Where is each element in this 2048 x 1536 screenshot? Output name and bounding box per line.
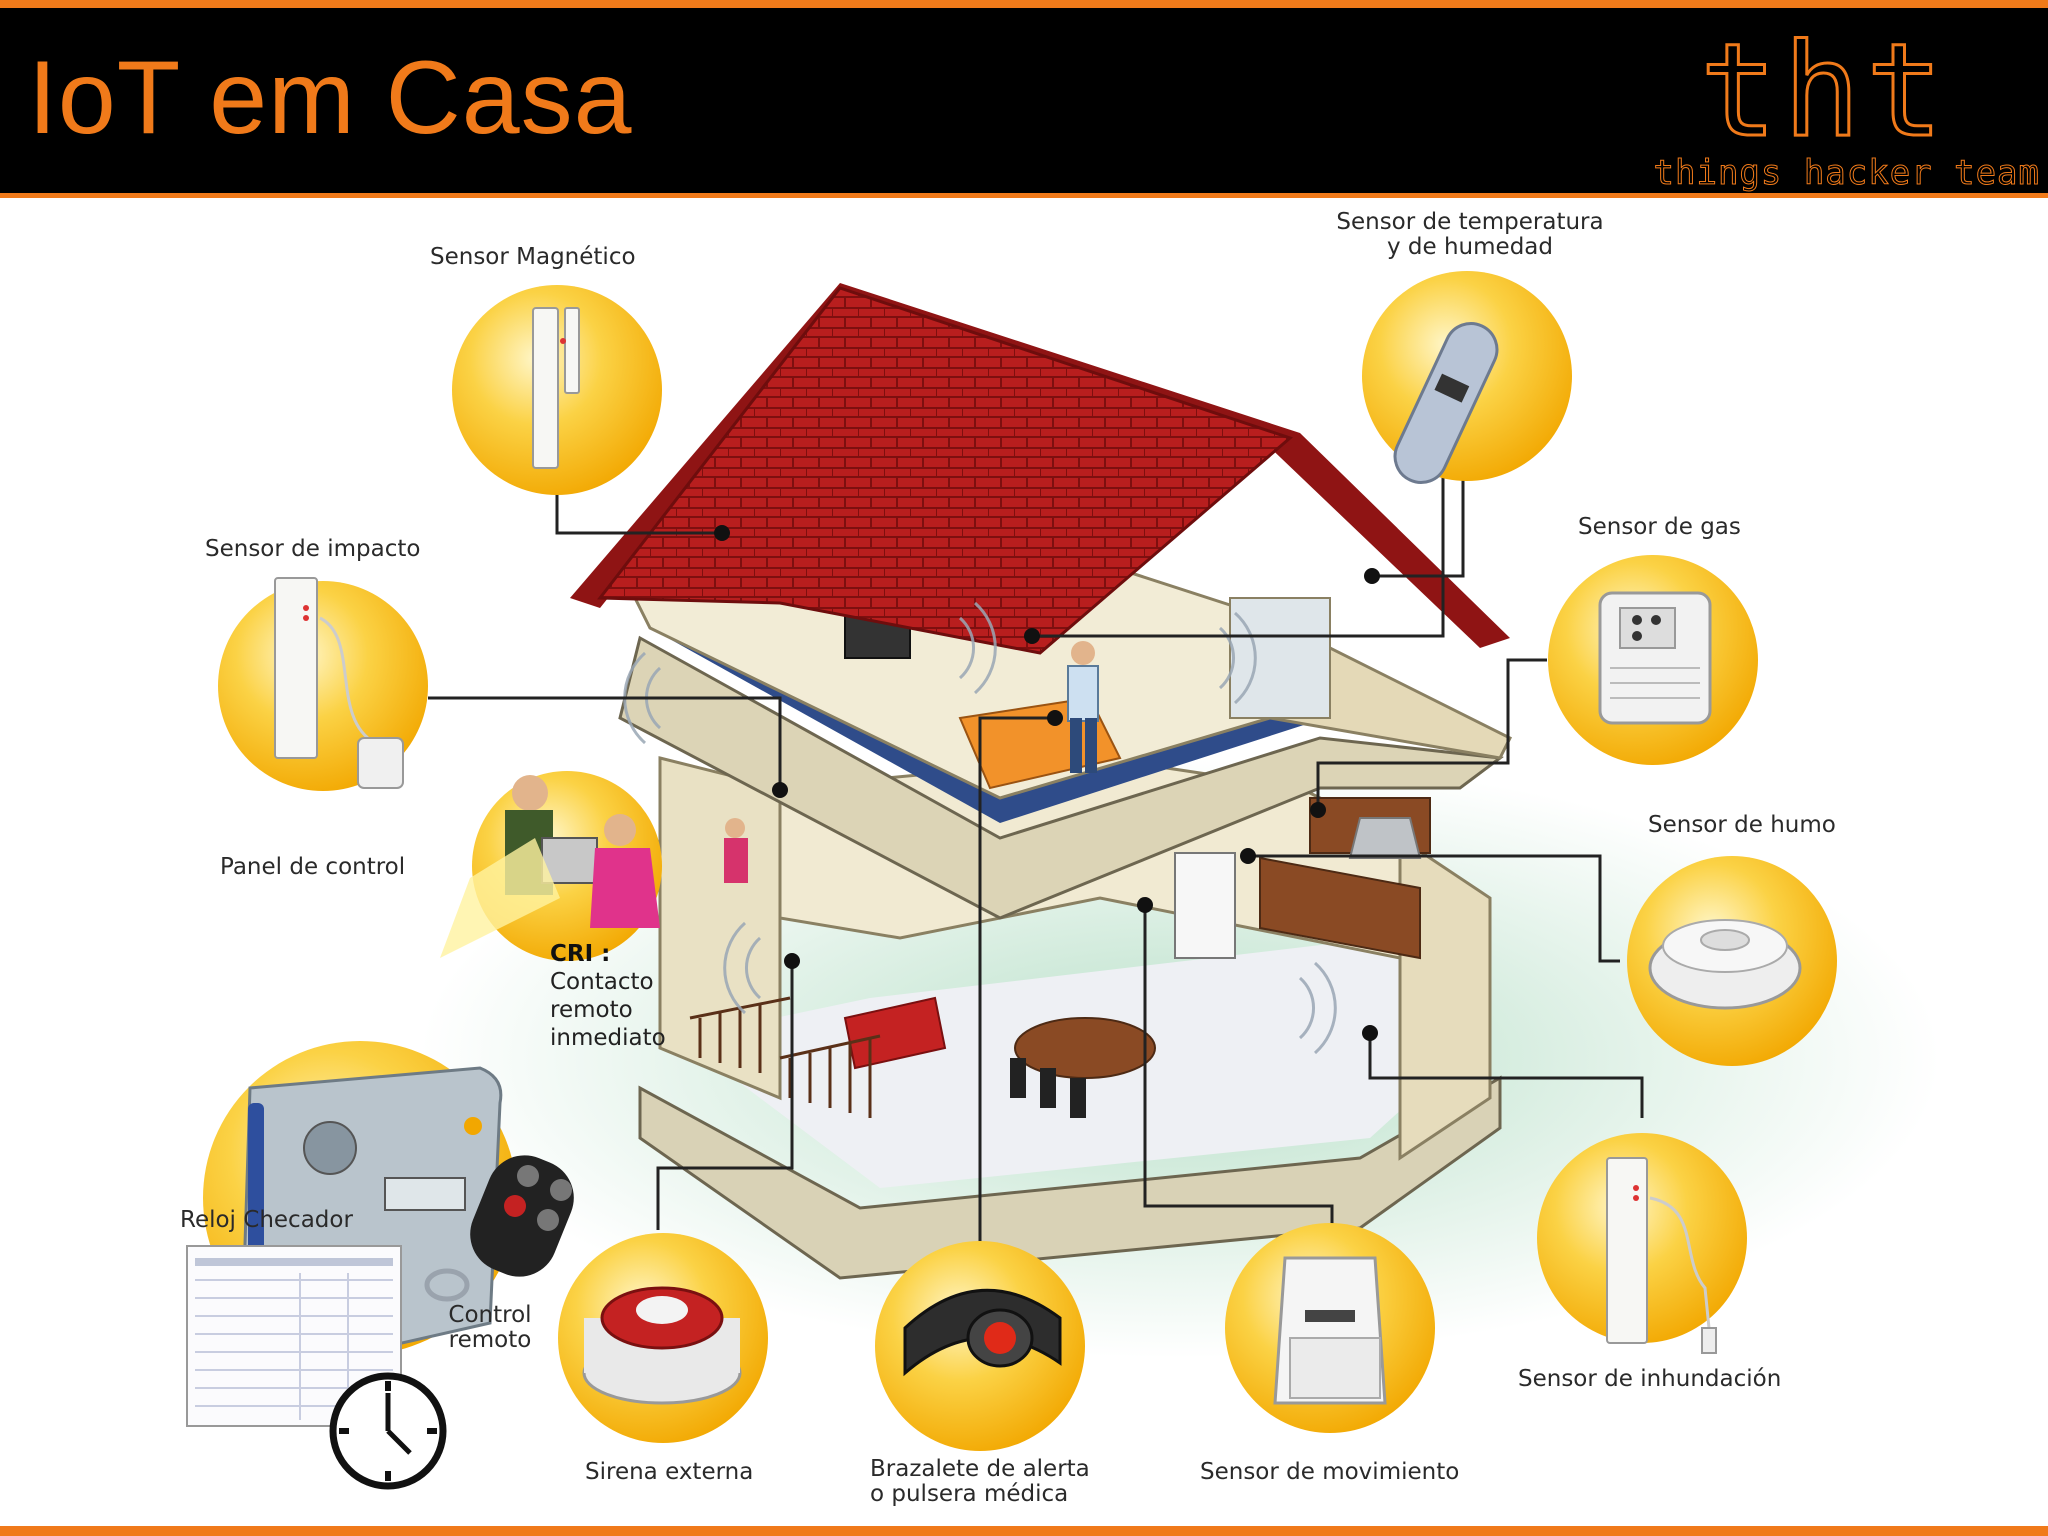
label-flood-sensor: Sensor de inhundación xyxy=(1518,1366,1782,1392)
wireless-waves xyxy=(623,601,1337,1055)
motion-sensor-badge xyxy=(1225,1223,1435,1433)
label-external-siren: Sirena externa xyxy=(585,1459,754,1485)
header-bar: IoT em Casa tht things hacker team xyxy=(0,0,2048,198)
tht-logo-text: things hacker team xyxy=(1653,153,2040,193)
external-siren-badge xyxy=(558,1233,768,1443)
label-impact-sensor: Sensor de impacto xyxy=(205,536,421,562)
temperature-sensor-badge xyxy=(1362,271,1572,484)
smart-home-diagram xyxy=(186,271,1940,1490)
label-alert-bracelet-line1: Brazalete de alerta xyxy=(870,1456,1090,1482)
label-motion-sensor: Sensor de movimiento xyxy=(1200,1459,1460,1485)
person-figure xyxy=(1067,641,1099,773)
panel-light-beam xyxy=(440,838,560,958)
range-hood xyxy=(1348,817,1422,859)
label-control-panel: Panel de control xyxy=(220,854,406,880)
label-temperature-sensor-line1: Sensor de temperatura xyxy=(1336,209,1604,235)
label-remote-control-line2: remoto xyxy=(448,1327,532,1353)
label-cri-line3: inmediato xyxy=(550,1025,666,1051)
tht-logo: tht xyxy=(1698,17,1950,166)
label-temperature-sensor-line2: y de humedad xyxy=(1387,234,1553,260)
fridge xyxy=(1174,852,1236,959)
connector-lines xyxy=(428,476,1644,1246)
clock-icon xyxy=(329,1372,447,1490)
label-smoke-sensor: Sensor de humo xyxy=(1648,812,1836,838)
remote-control-icon xyxy=(424,1155,574,1302)
bottom-accent-bar xyxy=(0,1526,2048,1536)
page-title: IoT em Casa xyxy=(28,40,633,156)
gas-sensor-badge xyxy=(1548,555,1758,765)
magnetic-sensor-badge xyxy=(452,285,662,495)
office-figure xyxy=(724,818,748,883)
flood-sensor-badge xyxy=(1537,1133,1747,1354)
kitchen-counter xyxy=(1259,856,1421,960)
sensor-dots xyxy=(714,525,1380,1041)
label-cri-title: CRI : xyxy=(550,941,611,967)
label-time-clock: Reloj Checador xyxy=(180,1207,353,1233)
alert-bracelet-badge xyxy=(875,1241,1085,1451)
label-alert-bracelet-line2: o pulsera médica xyxy=(870,1481,1069,1507)
label-magnetic-sensor: Sensor Magnético xyxy=(430,244,636,270)
house xyxy=(570,283,1513,1280)
bathroom-window xyxy=(1229,597,1331,719)
roof-tiles xyxy=(597,286,1293,655)
label-remote-control-line1: Control xyxy=(448,1302,532,1328)
upper-floor xyxy=(618,635,1504,920)
label-cri-line1: Contacto xyxy=(550,969,654,995)
dining-table xyxy=(1014,1017,1156,1079)
impact-sensor-badge xyxy=(218,577,428,791)
label-cri-line2: remoto xyxy=(550,997,633,1023)
label-gas-sensor: Sensor de gas xyxy=(1578,514,1741,540)
time-clock-sheet xyxy=(186,1245,402,1427)
smoke-sensor-badge xyxy=(1627,856,1837,1066)
